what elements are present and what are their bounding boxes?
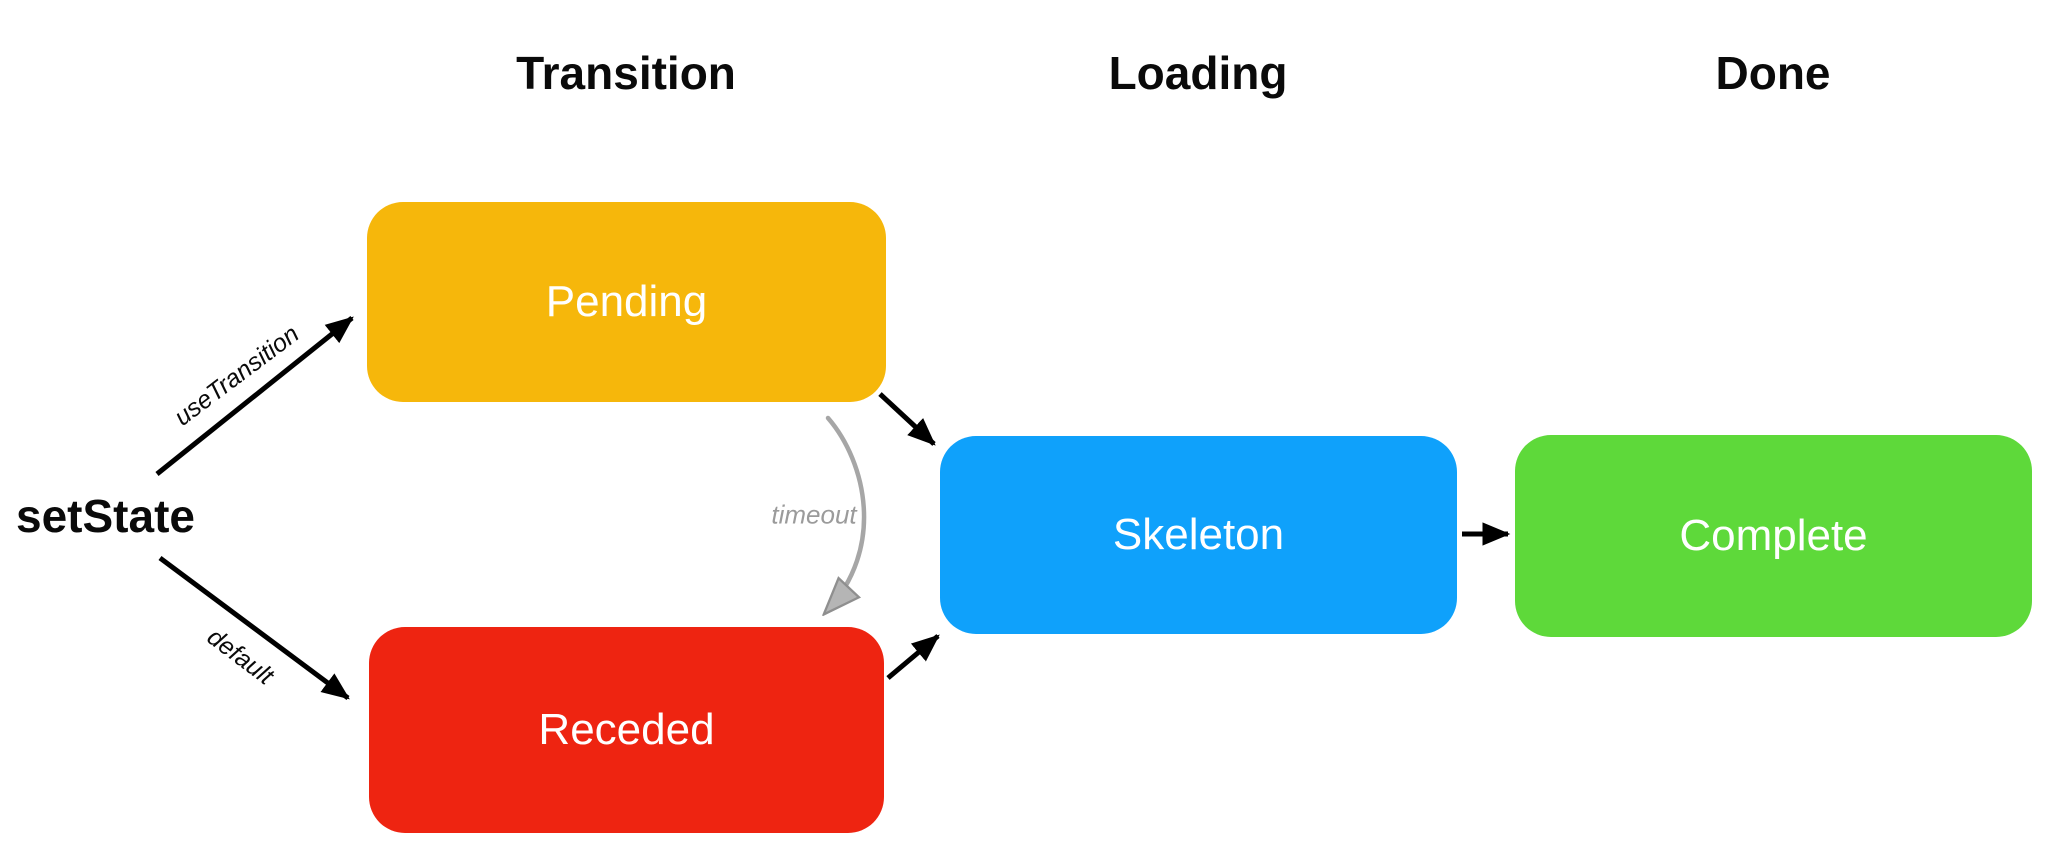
edge-label-default: default: [201, 622, 279, 691]
node-complete: Complete: [1515, 435, 2032, 637]
column-header-done: Done: [1715, 47, 1831, 99]
node-complete-label: Complete: [1679, 511, 1868, 560]
edge-label-timeout: timeout: [771, 499, 857, 530]
node-receded: Receded: [369, 627, 884, 833]
column-header-loading: Loading: [1108, 47, 1288, 99]
source-label-setstate: setState: [16, 490, 195, 542]
node-receded-label: Receded: [538, 705, 715, 754]
node-pending: Pending: [367, 202, 886, 402]
edge-receded-skeleton-arrow: [886, 634, 940, 680]
node-skeleton-label: Skeleton: [1112, 510, 1285, 559]
node-pending-label: Pending: [545, 277, 708, 326]
column-header-transition: Transition: [516, 47, 736, 99]
edge-pending-skeleton-arrow: [878, 392, 936, 446]
node-skeleton: Skeleton: [940, 436, 1457, 634]
edge-label-usetransition: useTransition: [169, 319, 305, 432]
